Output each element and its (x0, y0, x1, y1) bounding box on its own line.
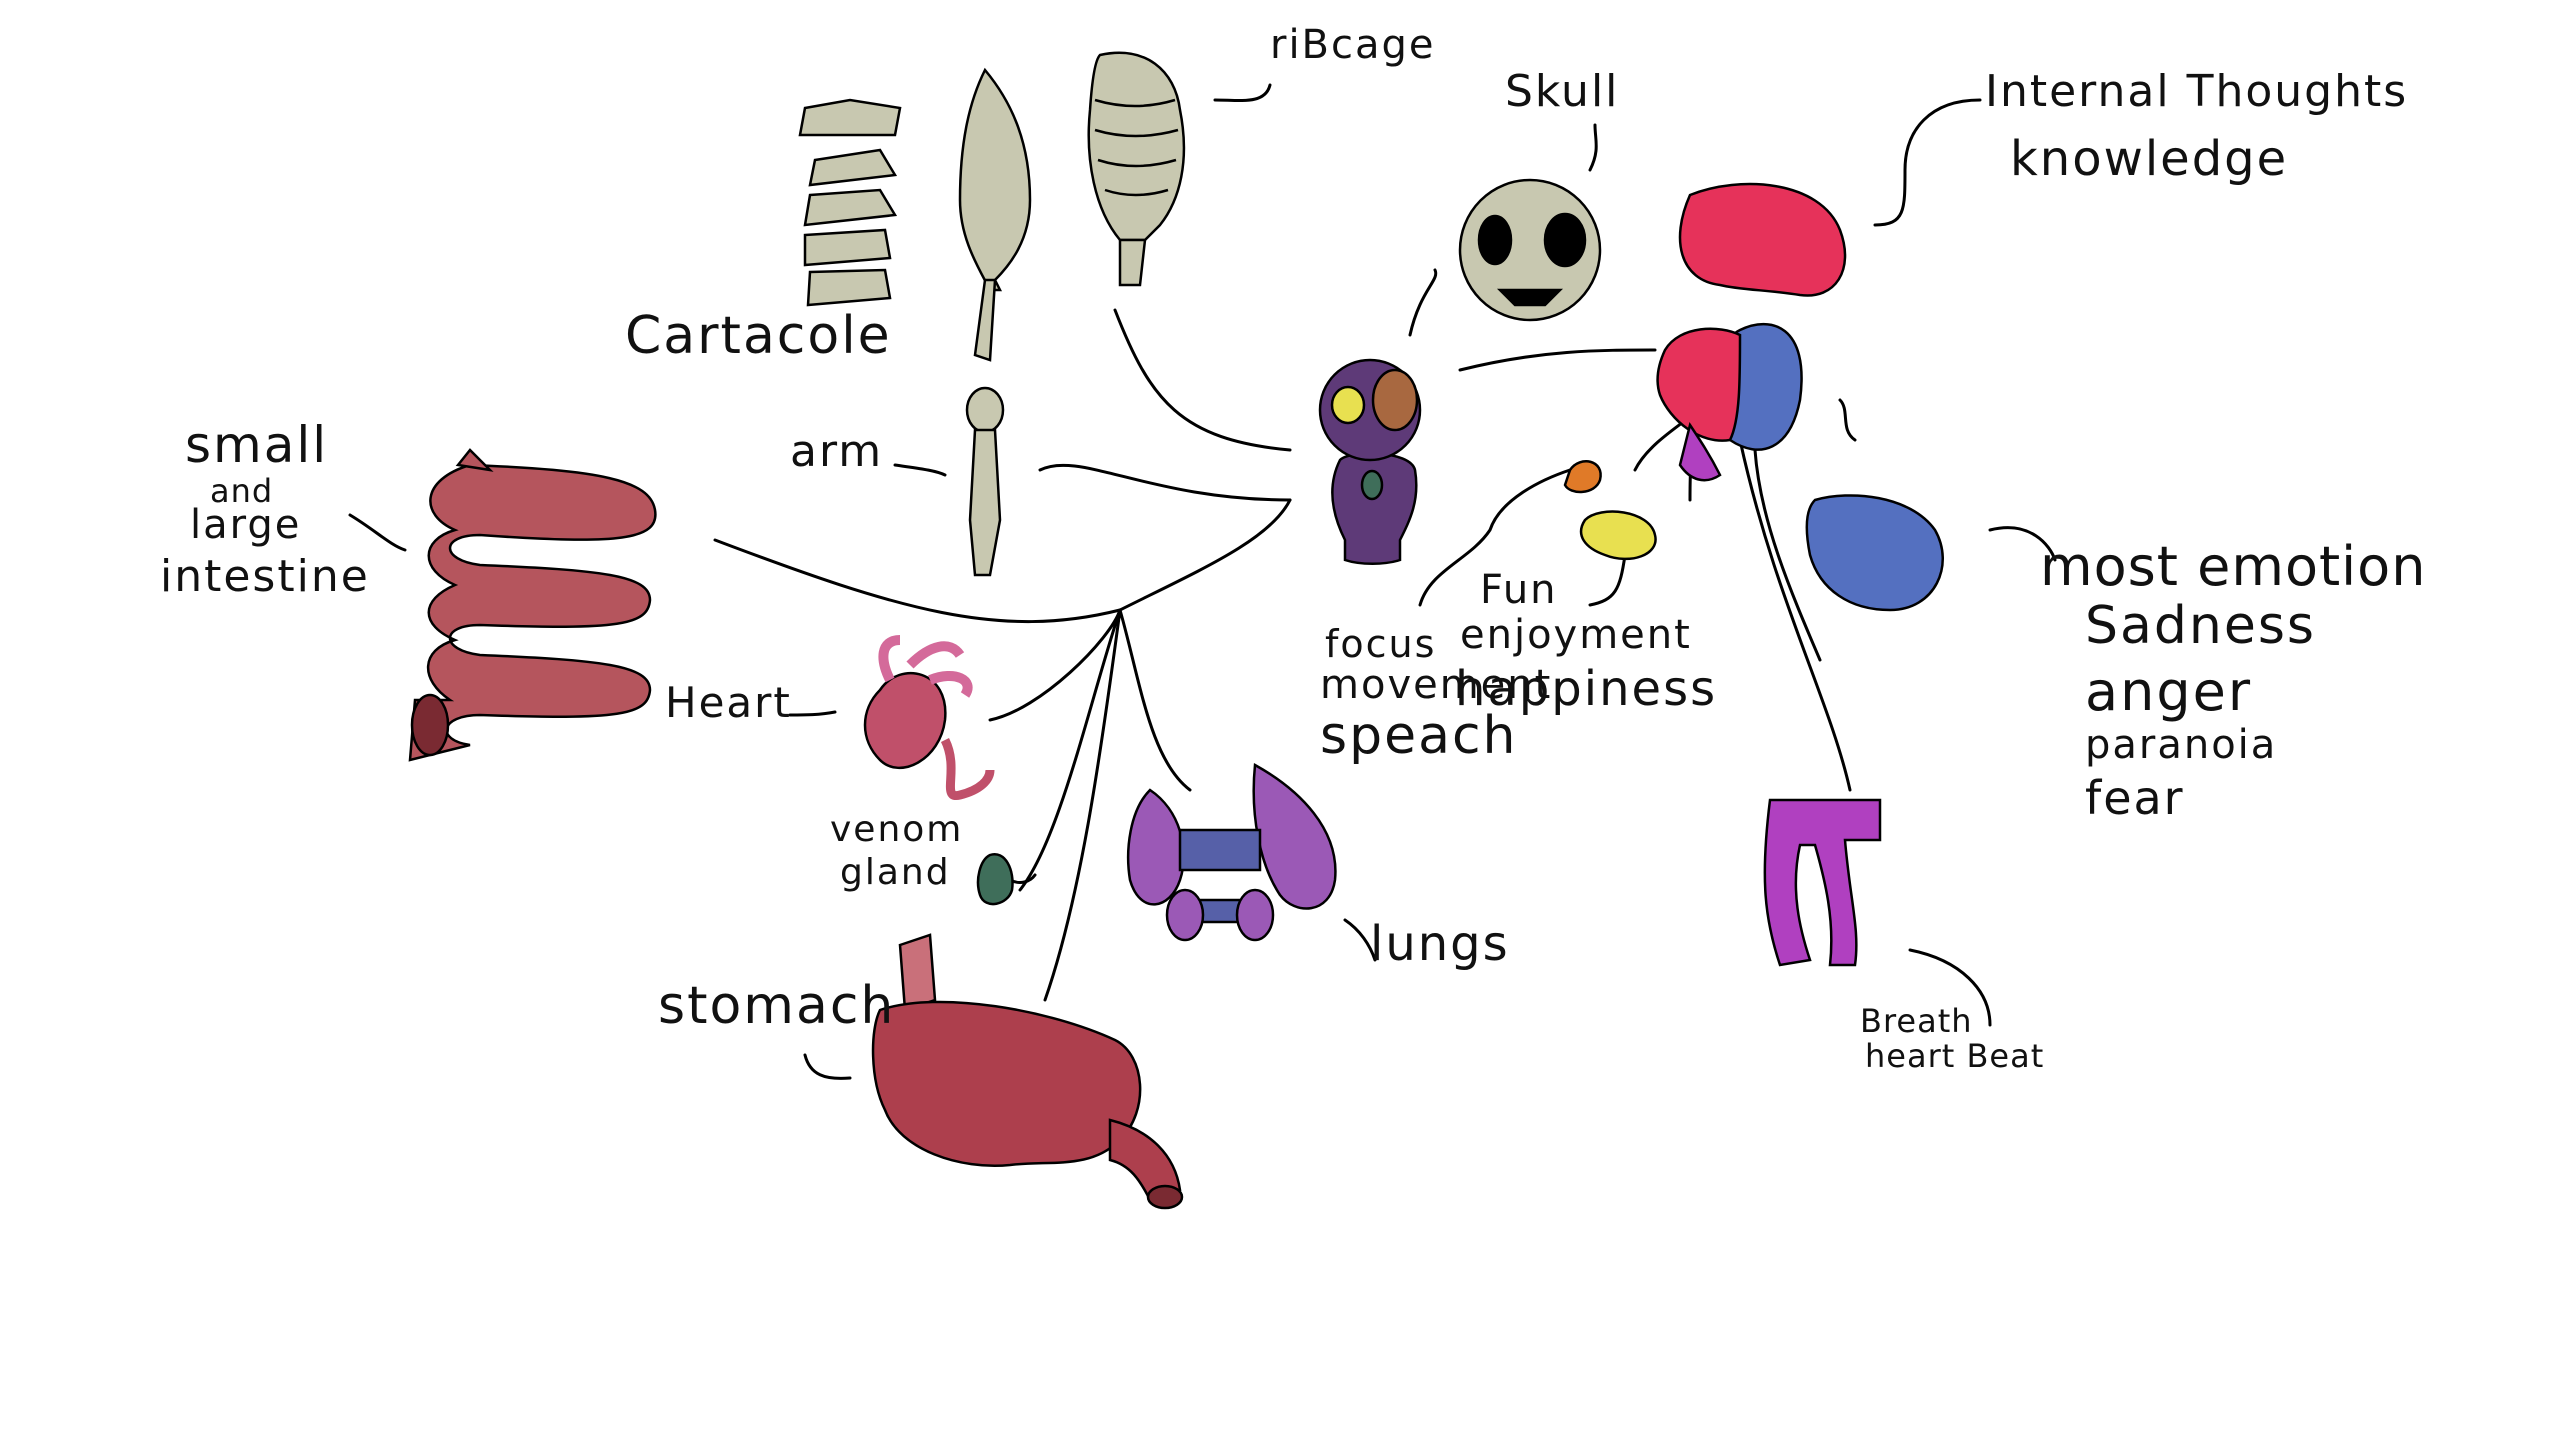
blue-lobe-icon (1805, 494, 1944, 612)
label-ribcage: riBcage (1270, 22, 1436, 68)
label-emotion-5: fear (2085, 771, 2185, 825)
line-to-intestine (713, 538, 1122, 623)
label-emotion-3: anger (2085, 660, 2253, 723)
label-skull: Skull (1505, 66, 1620, 117)
red-brain-icon (1678, 182, 1847, 297)
line-hub-creature (1118, 498, 1292, 612)
line-to-ribcage-group (1113, 308, 1292, 452)
label-thoughts-line1: Internal Thoughts (1985, 66, 2409, 117)
line-to-stomach (1043, 608, 1122, 1002)
line-to-brain (1458, 348, 1657, 372)
line-to-lungs (1118, 608, 1192, 792)
tick-breath (1908, 948, 1992, 1027)
label-arm: arm (790, 426, 884, 477)
creature-icon (1318, 358, 1422, 565)
label-emotion-2: Sadness (2085, 596, 2317, 656)
stomach-icon (871, 933, 1184, 1210)
line-brainstem-breath (1738, 438, 1852, 792)
label-breath-2: heart Beat (1865, 1037, 2045, 1075)
label-emotion-1: most emotion (2040, 535, 2427, 598)
label-intestine-2: and (210, 472, 274, 510)
line-to-skull (1408, 268, 1438, 337)
label-happiness: happiness (1455, 661, 1718, 717)
label-stomach: stomach (658, 976, 896, 1036)
label-intestine-3: large (190, 502, 302, 548)
line-orange-focus (1418, 468, 1572, 607)
label-heart: Heart (665, 678, 792, 727)
yellow-lobe-icon (1579, 510, 1657, 561)
cartacole-icon (798, 98, 902, 307)
tick-stomach (803, 1053, 852, 1080)
label-lungs: lungs (1370, 916, 1510, 972)
tick-heart (788, 710, 837, 717)
label-emotion-4: paranoia (2085, 722, 2278, 768)
intestine-icon (408, 448, 657, 762)
label-fun: Fun (1480, 567, 1558, 613)
brain-icon (1656, 322, 1803, 482)
tick-ribcage (1213, 83, 1272, 103)
line-to-heart (988, 608, 1122, 722)
label-breath-1: Breath (1860, 1002, 1973, 1040)
label-movement: movement (1320, 662, 1553, 708)
label-intestine-1: small (185, 416, 329, 474)
tick-skull (1588, 123, 1598, 172)
orange-lobe-icon (1563, 460, 1602, 494)
spine-icon (958, 67, 1032, 362)
label-speach: speach (1320, 706, 1518, 766)
label-venom-2: gland (840, 852, 951, 893)
line-to-venom (1018, 608, 1122, 892)
tick-thoughts (1873, 98, 1982, 227)
tick-intestine (348, 513, 407, 552)
label-thoughts-line2: knowledge (2010, 131, 2289, 187)
tick-emotion (1988, 526, 2057, 562)
ribcage-icon (1087, 51, 1186, 287)
label-enjoyment: enjoyment (1460, 612, 1692, 658)
brain-stem-icon (1763, 798, 1882, 967)
heart-icon (863, 635, 995, 800)
line-brain-blue (1838, 398, 1857, 442)
arm-icon (965, 386, 1005, 577)
tick-lungs (1343, 918, 1377, 962)
line-to-arm (1038, 463, 1292, 502)
venom-gland-icon (976, 853, 1014, 906)
label-venom-1: venom (830, 809, 964, 850)
line-yellow-fun (1588, 553, 1627, 607)
connector-lines (348, 83, 2057, 1080)
skull-icon (1458, 178, 1602, 322)
lungs-icon (1126, 762, 1337, 942)
tick-arm (893, 463, 947, 477)
label-focus: focus (1325, 622, 1437, 666)
label-cartacole: Cartacole (625, 306, 892, 366)
line-brain-stem (1753, 448, 1822, 662)
label-intestine-4: intestine (160, 551, 370, 602)
